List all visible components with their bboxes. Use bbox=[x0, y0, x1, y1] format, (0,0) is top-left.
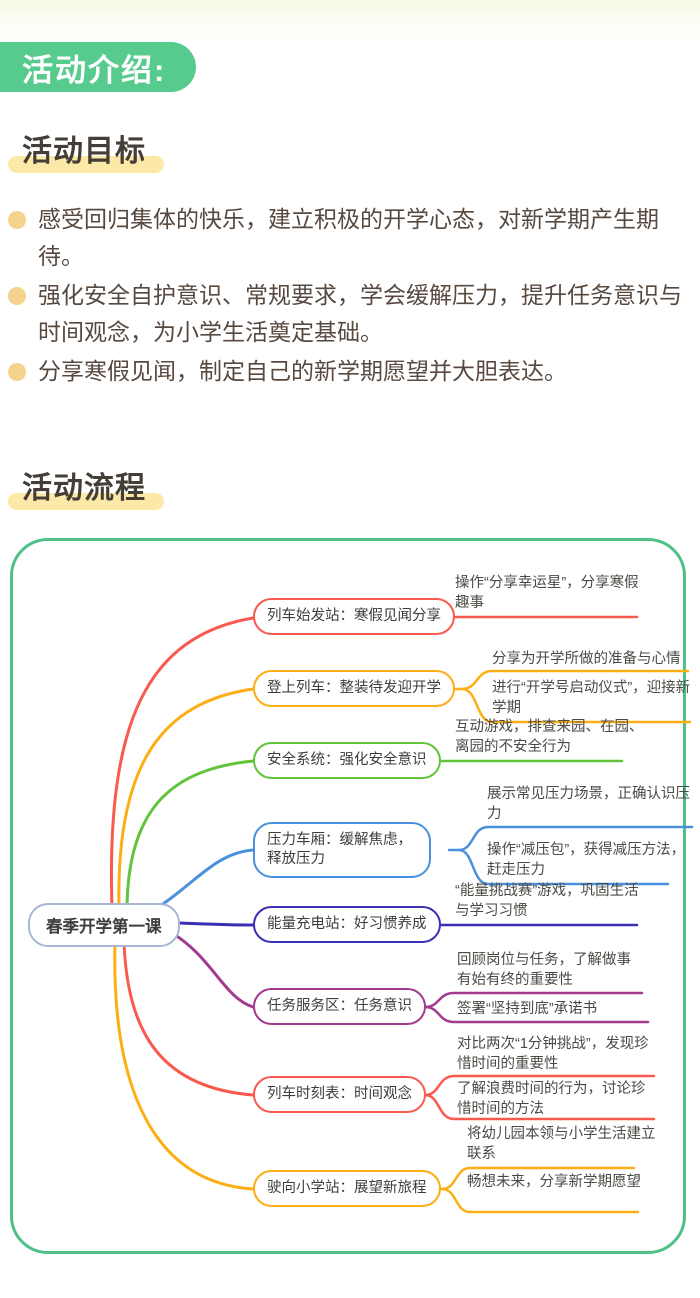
list-item: 分享寒假见闻，制定自己的新学期愿望并大胆表达。 bbox=[8, 353, 696, 390]
goals-section-heading: 活动目标 bbox=[8, 126, 164, 173]
branch-leaf-7-1: 对比两次“1分钟挑战”，发现珍惜时间的重要性 bbox=[457, 1036, 649, 1072]
page-title: 活动介绍: bbox=[22, 52, 167, 88]
branch-leaf-8-2: 畅想未来，分享新学期愿望 bbox=[467, 1174, 641, 1190]
branch-leaf-1-1: 操作“分享幸运星”，分享寒假趣事 bbox=[455, 575, 639, 611]
branch-topic-5: 能量充电站：好习惯养成 bbox=[253, 906, 441, 943]
goals-heading-text: 活动目标 bbox=[22, 135, 146, 168]
root-topic: 春季开学第一课 bbox=[28, 903, 180, 947]
branch-topic-8: 驶向小学站：展望新旅程 bbox=[253, 1170, 441, 1207]
list-item: 强化安全自护意识、常规要求，学会缓解压力，提升任务意识与时间观念，为小学生活奠定… bbox=[8, 277, 696, 351]
goals-list: 感受回归集体的快乐，建立积极的开学心态，对新学期产生期待。 强化安全自护意识、常… bbox=[8, 201, 696, 392]
branch-leaf-8-1: 将幼儿园本领与小学生活建立联系 bbox=[467, 1126, 656, 1162]
branch-topic-1: 列车始发站：寒假见闻分享 bbox=[253, 598, 455, 635]
branch-leaf-7-2: 了解浪费时间的行为，讨论珍惜时间的方法 bbox=[457, 1081, 646, 1117]
top-gradient bbox=[0, 0, 700, 40]
process-section-heading: 活动流程 bbox=[8, 463, 164, 510]
branch-topic-2: 登上列车：整装待发迎开学 bbox=[253, 670, 455, 707]
branch-topic-7: 列车时刻表：时间观念 bbox=[253, 1076, 426, 1113]
page-title-pill: 活动介绍: bbox=[0, 42, 196, 92]
branch-topic-6: 任务服务区：任务意识 bbox=[253, 988, 426, 1025]
branch-leaf-5-1: “能量挑战赛”游戏，巩固生活与学习习惯 bbox=[455, 883, 639, 919]
goal-text: 分享寒假见闻，制定自己的新学期愿望并大胆表达。 bbox=[38, 358, 567, 384]
branch-leaf-6-1: 回顾岗位与任务，了解做事有始有终的重要性 bbox=[457, 952, 631, 988]
branch-leaf-2-1: 分享为开学所做的准备与心情 bbox=[492, 651, 681, 667]
branch-leaf-3-1: 互动游戏，排查来园、在园、离园的不安全行为 bbox=[455, 719, 644, 755]
process-heading-text: 活动流程 bbox=[22, 472, 146, 505]
branch-topic-4: 压力车厢：缓解焦虑，释放压力 bbox=[253, 822, 431, 878]
branch-leaf-4-2: 操作“减压包”，获得减压方法，赶走压力 bbox=[487, 842, 686, 878]
branch-leaf-6-2: 签署“坚持到底”承诺书 bbox=[457, 1001, 598, 1017]
bullet-icon bbox=[8, 363, 26, 381]
branch-leaf-2-2: 进行“开学号启动仪式”，迎接新学期 bbox=[492, 680, 691, 716]
branch-topic-3: 安全系统：强化安全意识 bbox=[253, 742, 441, 779]
goal-text: 感受回归集体的快乐，建立积极的开学心态，对新学期产生期待。 bbox=[38, 206, 659, 269]
branch-leaf-4-1: 展示常见压力场景，正确认识压力 bbox=[487, 786, 690, 822]
goal-text: 强化安全自护意识、常规要求，学会缓解压力，提升任务意识与时间观念，为小学生活奠定… bbox=[38, 282, 682, 345]
list-item: 感受回归集体的快乐，建立积极的开学心态，对新学期产生期待。 bbox=[8, 201, 696, 275]
bullet-icon bbox=[8, 211, 26, 229]
bullet-icon bbox=[8, 287, 26, 305]
